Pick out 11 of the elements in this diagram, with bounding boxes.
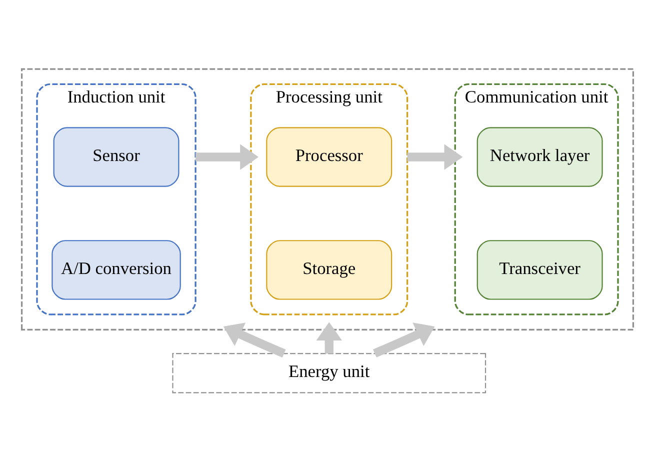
node-box: Transceiver (476, 240, 603, 300)
arrow (196, 144, 259, 170)
node-box: A/D conversion (52, 240, 181, 300)
node-box: Energy unit (172, 353, 486, 394)
cluster (20, 68, 634, 330)
arrow (407, 144, 463, 170)
node-box: Processor (266, 127, 392, 187)
node-box: Sensor (53, 127, 180, 187)
node-box: Network layer (476, 127, 603, 187)
node-box: Storage (266, 240, 392, 300)
arrow (316, 322, 342, 354)
